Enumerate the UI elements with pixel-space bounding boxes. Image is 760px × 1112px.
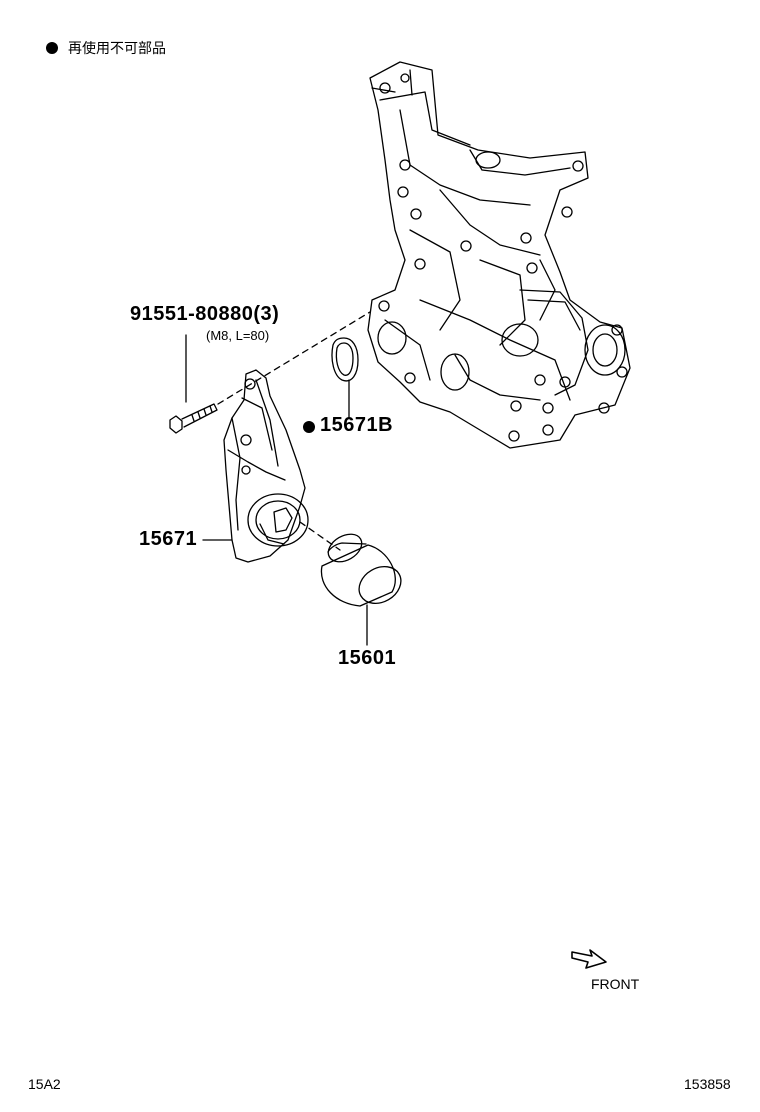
part-number-housing: 15671: [139, 528, 198, 550]
part-number-bolt: 91551-80880(3): [130, 303, 280, 325]
legend-text: 再使用不可部品: [68, 40, 166, 56]
legend: 再使用不可部品: [46, 38, 166, 58]
part-number-gasket: 15671B: [320, 414, 394, 436]
gasket-drawing: [331, 337, 359, 382]
filter-bracket-drawing: [223, 369, 309, 563]
front-arrow-icon: [571, 949, 607, 969]
alignment-lines: [217, 311, 371, 551]
timing-cover-drawing: [367, 61, 631, 449]
footer-left-code: 15A2: [28, 1076, 61, 1092]
bolt-drawing: [169, 403, 218, 434]
bolt-spec: (M8, L=80): [206, 328, 270, 343]
non-reusable-dot-icon: [46, 42, 58, 54]
footer-right-code: 153858: [684, 1076, 731, 1092]
oil-filter-drawing: [320, 533, 402, 607]
gasket-non-reusable-dot-icon: [303, 420, 325, 438]
leader-lines: [185, 334, 368, 646]
part-number-filter: 15601: [338, 647, 397, 669]
front-label: FRONT: [591, 976, 640, 992]
